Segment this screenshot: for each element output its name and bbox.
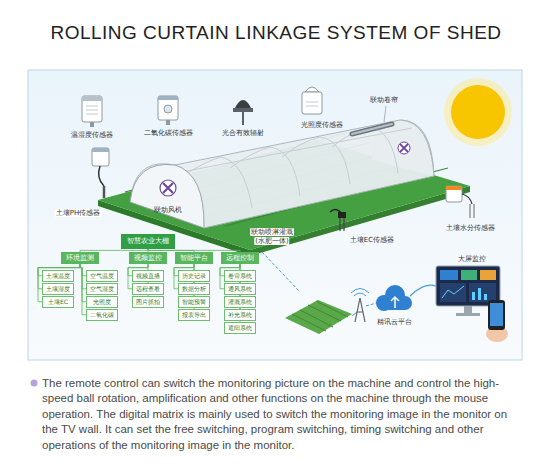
box-text: 土壤温度 (46, 272, 70, 279)
item-box: 土壤EC (42, 296, 74, 308)
sensor-label: 土壤水分传感器 (446, 224, 495, 232)
item-box: 补光系统 (224, 309, 256, 321)
item-box: 通风系统 (224, 283, 256, 295)
soil-moisture-sensor (446, 186, 474, 218)
item-box: 二氧化碳 (86, 309, 118, 321)
sun-glow (444, 78, 512, 146)
box-text: 智能预警 (182, 298, 206, 305)
item-box: 卷帘系统 (224, 270, 256, 282)
box-text: 远程控制 (226, 254, 254, 262)
item-box: 数据分析 (178, 283, 210, 295)
antenna (351, 289, 369, 323)
box-text: 远程查看 (136, 285, 160, 292)
sensor-label: 土壤EC传感器 (350, 236, 394, 244)
co2-sensor (158, 96, 178, 125)
box-text: 土壤湿度 (46, 285, 70, 292)
sensor-label: 光合有效辐射 (222, 129, 264, 137)
item-box: 光照度 (86, 296, 118, 308)
greenhouse (130, 106, 434, 228)
flow-line (262, 252, 300, 292)
sensor-label: 联动卷帘 (370, 96, 398, 104)
item-box: 遮阳系统 (224, 322, 256, 334)
soil-ph-sensor (92, 148, 109, 198)
box-text: 历史记录 (182, 272, 206, 279)
illuminance-sensor (302, 87, 322, 114)
sensor-label: (水肥一体) (254, 237, 289, 245)
sensor-label: 土壤PH传感器 (55, 209, 102, 217)
title-text: ROLLING CURTAIN LINKAGE SYSTEM OF SHED (50, 22, 501, 44)
sensor-label: 联动喷淋灌溉 (250, 228, 294, 236)
item-box: 远程查看 (132, 283, 164, 295)
box-text: 视频直播 (136, 272, 160, 279)
box-text: 视频监控 (134, 254, 162, 262)
category-box: 智能平台 (175, 252, 213, 264)
item-box: 土壤温度 (42, 270, 74, 282)
item-box: 视频直播 (132, 270, 164, 282)
box-text: 图片抓拍 (136, 298, 160, 305)
sensor-label: 光照度传感器 (301, 121, 343, 129)
category-box: 远程控制 (221, 252, 259, 264)
category-box: 环境监测 (61, 252, 99, 264)
box-text: 灌溉系统 (228, 298, 252, 305)
item-box: 空气温度 (86, 270, 118, 282)
box-text: 报表导出 (182, 311, 206, 318)
item-box: 历史记录 (178, 270, 210, 282)
sensor-label: 大屏监控 (458, 255, 486, 263)
bullet (31, 380, 38, 387)
cloud-icon (376, 285, 412, 311)
flow-line (410, 285, 436, 296)
field-plot (285, 300, 352, 334)
item-box: 空气湿度 (86, 283, 118, 295)
sensor-label: 温湿度传感器 (71, 131, 113, 139)
sensor-label: 精讯云平台 (377, 318, 412, 326)
item-box: 图片抓拍 (132, 296, 164, 308)
sun (451, 85, 505, 139)
box-text: 数据分析 (182, 285, 206, 292)
item-box: 土壤湿度 (42, 283, 74, 295)
box-text: 智能平台 (180, 254, 208, 262)
box-text: 空气温度 (90, 272, 114, 279)
phone (486, 300, 508, 342)
box-text: 二氧化碳 (90, 311, 114, 318)
par-sensor (233, 100, 253, 125)
box-text: 环境监测 (66, 254, 94, 262)
root-box: 智慧农业大棚 (121, 234, 175, 249)
soil-ec-sensor (330, 209, 346, 231)
category-box: 视频监控 (129, 252, 167, 264)
box-text: 卷帘系统 (228, 272, 252, 279)
sensor-label: 联动风机 (154, 206, 182, 214)
sensor-label: 二氧化碳传感器 (144, 129, 193, 137)
box-text: 遮阳系统 (228, 324, 252, 331)
box-text: 智慧农业大棚 (127, 237, 169, 245)
panel (28, 70, 522, 360)
box-text: 光照度 (93, 298, 111, 305)
item-box: 报表导出 (178, 309, 210, 321)
item-box: 智能预警 (178, 296, 210, 308)
caption-text: The remote control can switch the monito… (42, 376, 524, 453)
temperature-humidity-sensor (82, 96, 102, 127)
item-box: 灌溉系统 (224, 296, 256, 308)
box-text: 补光系统 (228, 311, 252, 318)
box-text: 通风系统 (228, 285, 252, 292)
box-text: 空气湿度 (90, 285, 114, 292)
box-text: 土壤EC (48, 298, 68, 305)
